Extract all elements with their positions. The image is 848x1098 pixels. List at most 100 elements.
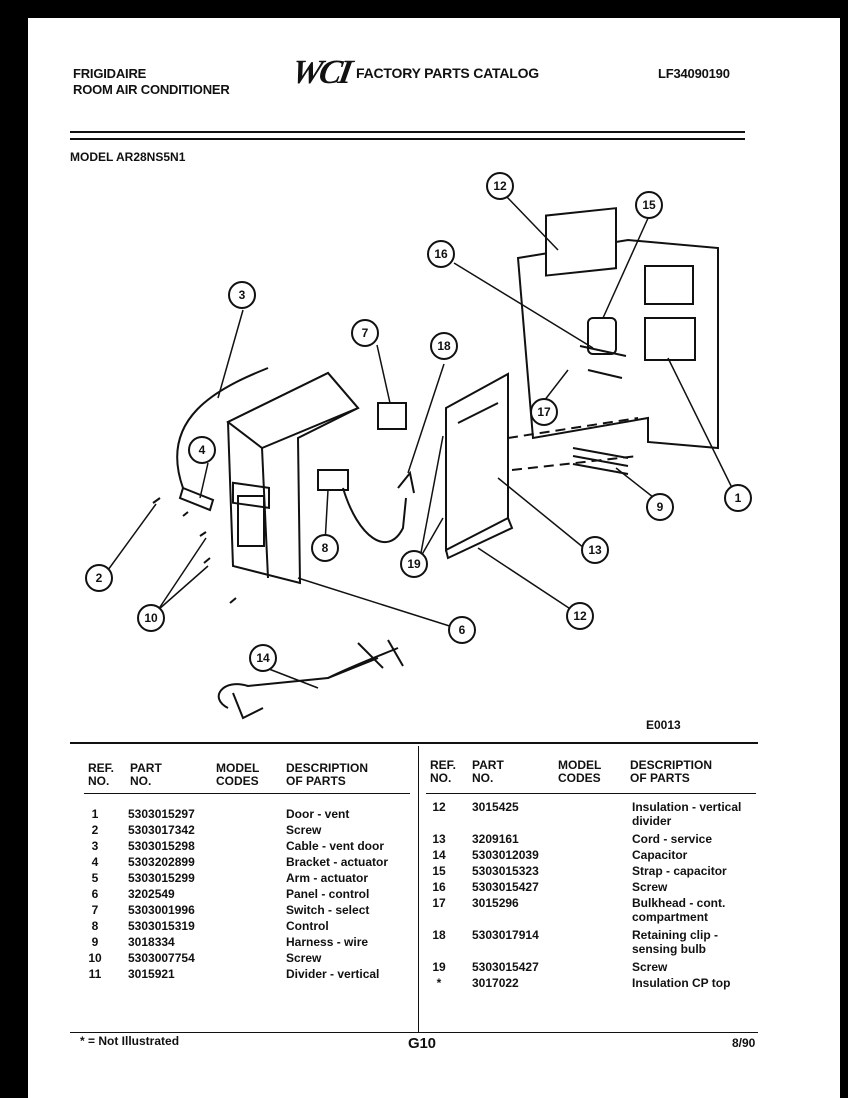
- row-ref: 1: [91, 807, 99, 821]
- row-part: 3017022: [472, 976, 519, 990]
- row-desc: Arm - actuator: [286, 871, 369, 885]
- row-ref: 2: [91, 823, 99, 837]
- row-desc: Bulkhead - cont. compartment: [632, 896, 726, 924]
- table-divider: [418, 746, 419, 1032]
- row-desc: Door - vent: [286, 807, 350, 821]
- row-part: 3209161: [472, 832, 519, 846]
- callout-17: [486, 172, 514, 200]
- row-desc: Control: [286, 919, 329, 933]
- row-part: 5303017914: [472, 928, 539, 942]
- row-ref: 8: [91, 919, 99, 933]
- row-desc: Switch - select: [286, 903, 370, 917]
- row-part: 5303015298: [128, 839, 195, 853]
- callout-19: [400, 550, 428, 578]
- row-ref: 18: [432, 928, 446, 942]
- table-top-rule: [70, 742, 758, 744]
- row-ref: *: [436, 976, 442, 990]
- product-name: ROOM AIR CONDITIONER: [73, 82, 230, 97]
- svg-text:2: 2: [96, 571, 103, 585]
- row-part: 5303012039: [472, 848, 539, 862]
- callout-13: [249, 644, 277, 672]
- svg-text:6: 6: [459, 623, 466, 637]
- row-ref: 3: [91, 839, 99, 853]
- row-ref: 12: [432, 800, 446, 814]
- svg-text:12: 12: [573, 609, 587, 623]
- callout-9: [646, 493, 674, 521]
- svg-text:1: 1: [735, 491, 742, 505]
- header-underline-left: [84, 793, 410, 794]
- row-ref: 13: [432, 832, 446, 846]
- svg-text:15: 15: [642, 198, 656, 212]
- row-part: 5303015297: [128, 807, 195, 821]
- svg-text:16: 16: [434, 247, 448, 261]
- row-part: 3018334: [128, 935, 175, 949]
- footnote: * = Not Illustrated: [80, 1034, 180, 1048]
- row-desc: Cable - vent door: [286, 839, 385, 853]
- callout-1: [724, 484, 752, 512]
- callout-2: [85, 564, 113, 592]
- row-part: 5303017342: [128, 823, 195, 837]
- exploded-parts-diagram: 12 15 16 3 7 18 17 4 1 9 8 13 19 2 12 10…: [85, 172, 752, 720]
- row-part: 3015921: [128, 967, 175, 981]
- callout-6: [448, 616, 476, 644]
- svg-text:17: 17: [537, 405, 551, 419]
- row-part: 5303015427: [472, 880, 539, 894]
- header-underline-right: [426, 793, 756, 794]
- row-ref: 4: [91, 855, 99, 869]
- row-part: 5303001996: [128, 903, 195, 917]
- row-part: 5303015427: [472, 960, 539, 974]
- svg-text:14: 14: [256, 651, 270, 665]
- callout-3: [228, 281, 256, 309]
- row-ref: 14: [432, 848, 446, 862]
- callout-18: [430, 332, 458, 360]
- row-desc: Harness - wire: [286, 935, 369, 949]
- header-ref-right: REF.NO.: [430, 758, 457, 785]
- row-part: 5303202899: [128, 855, 195, 869]
- row-part: 3015296: [472, 896, 519, 910]
- table-bottom-rule: [70, 1032, 758, 1033]
- row-desc: Bracket - actuator: [286, 855, 389, 869]
- svg-text:12: 12: [493, 179, 507, 193]
- figure-code: E0013: [646, 718, 681, 732]
- row-desc: Cord - service: [632, 832, 713, 846]
- row-desc: Screw: [286, 823, 322, 837]
- row-desc: Divider - vertical: [286, 967, 380, 981]
- svg-text:8: 8: [322, 541, 329, 555]
- row-desc: Capacitor: [632, 848, 688, 862]
- svg-text:18: 18: [437, 339, 451, 353]
- row-ref: 17: [432, 896, 446, 910]
- revision-date: 8/90: [732, 1036, 756, 1050]
- callout-16: [530, 398, 558, 426]
- brand-name: FRIGIDAIRE: [73, 66, 147, 81]
- row-ref: 10: [88, 951, 102, 965]
- catalog-title: FACTORY PARTS CATALOG: [356, 65, 539, 81]
- catalog-number: LF34090190: [658, 66, 730, 81]
- row-ref: 19: [432, 960, 446, 974]
- header-rule-top: [70, 131, 745, 133]
- row-ref: 16: [432, 880, 446, 894]
- callout-11: [566, 602, 594, 630]
- catalog-page: FRIGIDAIRE ROOM AIR CONDITIONER WCI FACT…: [28, 18, 840, 1098]
- svg-text:9: 9: [657, 500, 664, 514]
- row-part: 5303015323: [472, 864, 539, 878]
- row-desc: Screw: [286, 951, 322, 965]
- row-part: 5303007754: [128, 951, 195, 965]
- row-desc: Insulation CP top: [632, 976, 731, 990]
- model-label: MODEL AR28NS5N1: [70, 150, 186, 164]
- svg-text:10: 10: [144, 611, 158, 625]
- row-desc: Screw: [632, 880, 668, 894]
- row-part: 5303015299: [128, 871, 195, 885]
- row-desc: Retaining clip - sensing bulb: [632, 928, 719, 956]
- row-part: 3202549: [128, 887, 175, 901]
- svg-text:13: 13: [588, 543, 602, 557]
- svg-text:4: 4: [199, 443, 206, 457]
- row-desc: Insulation - vertical divider: [632, 800, 742, 828]
- callout-8: [311, 534, 339, 562]
- svg-text:7: 7: [362, 326, 369, 340]
- row-ref: 15: [432, 864, 446, 878]
